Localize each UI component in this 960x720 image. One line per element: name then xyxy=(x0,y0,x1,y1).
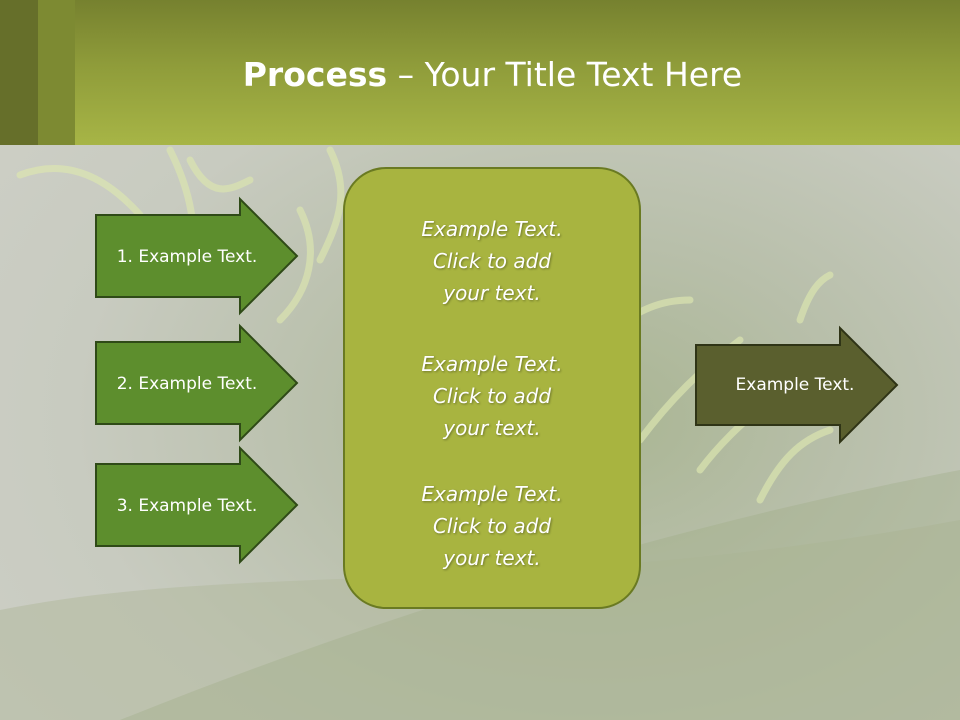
center-text-2-line-1: Example Text. xyxy=(421,352,563,376)
input-arrow-1-shape xyxy=(95,196,299,316)
center-text-block-3[interactable]: Example Text. Click to add your text. xyxy=(344,478,640,574)
header-band xyxy=(0,0,960,145)
center-text-3-line-1: Example Text. xyxy=(421,482,563,506)
slide-title[interactable]: Process – Your Title Text Here xyxy=(0,52,960,98)
center-text-3-line-3: your text. xyxy=(443,546,541,570)
center-text-1-line-2: Click to add xyxy=(432,249,552,273)
output-arrow[interactable]: Example Text. xyxy=(695,325,899,445)
header-stripe-dark xyxy=(0,0,38,145)
header-stripe-mid xyxy=(38,0,75,145)
input-arrow-3-shape xyxy=(95,445,299,565)
center-text-block-1[interactable]: Example Text. Click to add your text. xyxy=(344,213,640,309)
input-arrow-3[interactable]: 3. Example Text. xyxy=(95,445,299,565)
title-bold-text: Process xyxy=(242,55,388,94)
center-text-2-line-2: Click to add xyxy=(432,384,552,408)
center-text-1-line-3: your text. xyxy=(443,281,541,305)
output-arrow-label: Example Text. xyxy=(736,375,855,395)
center-text-2-line-3: your text. xyxy=(443,416,541,440)
center-text-3-line-2: Click to add xyxy=(432,514,552,538)
output-arrow-shape xyxy=(695,325,899,445)
input-arrow-1-label: 1. Example Text. xyxy=(117,247,258,267)
input-arrow-3-label: 3. Example Text. xyxy=(117,496,258,516)
center-text-1-line-1: Example Text. xyxy=(421,217,563,241)
center-text-block-2[interactable]: Example Text. Click to add your text. xyxy=(344,348,640,444)
input-arrow-2-shape xyxy=(95,323,299,443)
title-rest-text: – Your Title Text Here xyxy=(387,55,743,94)
input-arrow-2[interactable]: 2. Example Text. xyxy=(95,323,299,443)
input-arrow-2-label: 2. Example Text. xyxy=(117,374,258,394)
center-process-box[interactable] xyxy=(343,167,641,609)
input-arrow-1[interactable]: 1. Example Text. xyxy=(95,196,299,316)
